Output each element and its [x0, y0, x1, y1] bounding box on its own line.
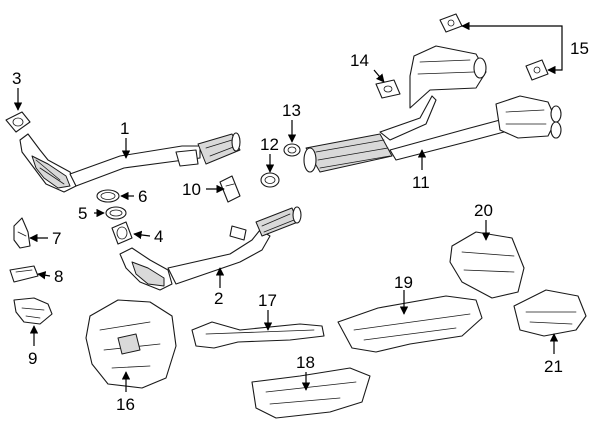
callout-18: 18 [296, 353, 315, 372]
callout-9: 9 [28, 349, 37, 368]
part-7-bracket [13, 217, 31, 249]
part-2-rear-catalytic-converter [119, 206, 302, 291]
part-6-gasket-ring [96, 189, 120, 203]
callout-1: 1 [120, 119, 129, 138]
callout-15: 15 [570, 39, 589, 58]
callout-16: 16 [116, 395, 135, 414]
leader-lines [13, 21, 563, 392]
callout-3: 3 [12, 69, 21, 88]
part-17-heat-shield [191, 321, 325, 349]
callout-19: 19 [394, 273, 413, 292]
leader-4 [133, 230, 151, 240]
part-5-seal-ring [105, 206, 127, 220]
part-19-heat-shield [337, 295, 483, 353]
callout-6: 6 [138, 187, 147, 206]
callout-10: 10 [182, 180, 201, 199]
part-15-isolators [439, 13, 549, 81]
leader-14 [373, 69, 385, 83]
callout-labels: 1 2 3 4 5 6 7 8 9 10 11 12 13 14 15 16 1… [12, 39, 589, 414]
part-16-heat-shield [85, 299, 177, 389]
leader-15 [461, 21, 563, 48]
part-10-bracket [219, 175, 241, 203]
callout-8: 8 [54, 267, 63, 286]
part-14-hanger [375, 79, 401, 99]
callout-14: 14 [350, 51, 369, 70]
callout-17: 17 [258, 291, 277, 310]
callout-11: 11 [412, 173, 430, 192]
callout-7: 7 [52, 229, 61, 248]
part-11-muffler-assembly [303, 45, 562, 173]
callout-21: 21 [544, 357, 563, 376]
part-18-heat-shield [251, 367, 371, 419]
callout-13: 13 [282, 101, 301, 120]
part-1-front-catalytic-converter [19, 132, 241, 193]
callout-4: 4 [154, 227, 163, 246]
callout-5: 5 [78, 204, 87, 223]
part-3-gasket [5, 111, 31, 133]
part-4-flange [111, 221, 133, 245]
leader-8 [37, 271, 51, 280]
part-12-clamp [260, 172, 280, 188]
part-13-clamp [283, 143, 301, 157]
part-8-clip [9, 265, 39, 283]
part-20-heat-shield [449, 231, 525, 299]
callout-2: 2 [214, 289, 223, 308]
leader-15b [547, 48, 563, 75]
callout-20: 20 [474, 201, 493, 220]
part-21-heat-shield [513, 289, 587, 337]
part-9-hanger-bracket [13, 297, 53, 325]
callout-12: 12 [260, 135, 279, 154]
